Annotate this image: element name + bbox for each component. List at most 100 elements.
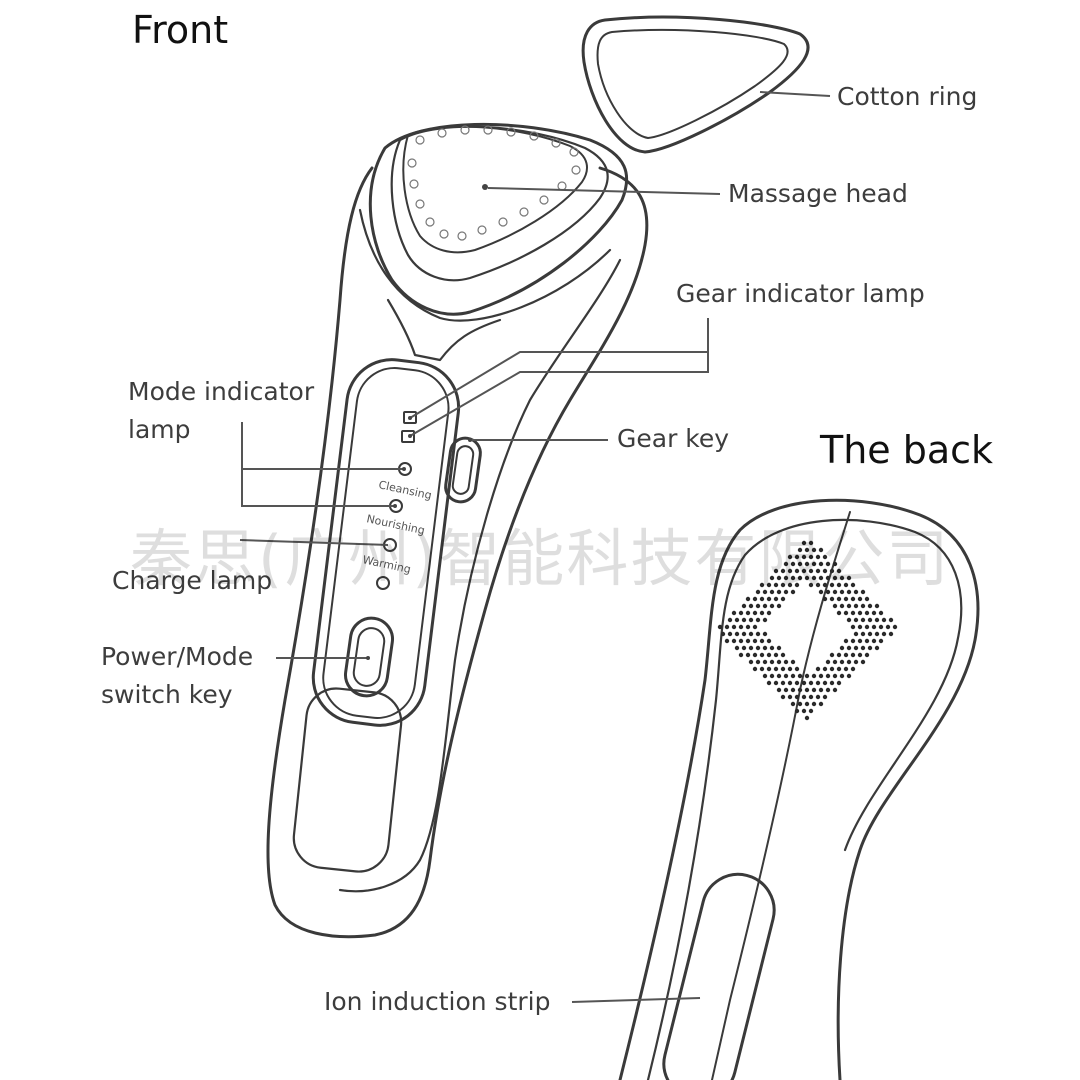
electrode-dot: [815, 666, 821, 672]
electrode-dot: [766, 638, 772, 644]
electrode-dot: [738, 610, 744, 616]
electrode-dot: [850, 638, 856, 644]
back-center-line: [711, 511, 851, 1080]
gear-indicator-1: [403, 411, 417, 424]
electrode-dot: [780, 568, 786, 574]
electrode-dot: [783, 687, 789, 693]
leader-mode-lamp: [241, 422, 395, 507]
electrode-dot: [759, 666, 765, 672]
electrode-dot: [745, 596, 751, 602]
electrode-dot: [878, 638, 884, 644]
electrode-dot: [843, 610, 849, 616]
electrode-dot: [846, 659, 852, 665]
electrode-dot: [853, 617, 859, 623]
electrode-dot: [773, 680, 779, 686]
electrode-dot: [727, 631, 733, 637]
electrode-dot: [871, 610, 877, 616]
electrode-dot: [766, 652, 772, 658]
electrode-dot: [888, 617, 894, 623]
electrode-dot: [783, 575, 789, 581]
electrode-dot: [801, 540, 807, 546]
electrode-dot: [734, 631, 740, 637]
electrode-dot: [864, 652, 870, 658]
massage-head-face: [402, 125, 588, 254]
back-electrode-dots: [717, 540, 898, 721]
electrode-dot: [769, 659, 775, 665]
massage-head-ring: [390, 125, 609, 282]
electrode-dot: [839, 589, 845, 595]
electrode-dot: [780, 666, 786, 672]
ion-induction-strip: [662, 872, 776, 1080]
electrode-dot: [874, 603, 880, 609]
electrode-dot: [794, 694, 800, 700]
electrode-dot: [867, 617, 873, 623]
front-body-inner: [386, 298, 502, 362]
electrode-dot: [766, 680, 772, 686]
electrode-dot: [836, 652, 842, 658]
electrode-dot: [769, 589, 775, 595]
electrode-dot: [734, 645, 740, 651]
electrode-dot: [808, 568, 814, 574]
electrode-dot: [762, 589, 768, 595]
electrode-dot: [878, 624, 884, 630]
gear-key-inner: [451, 445, 475, 495]
electrode-dot: [745, 624, 751, 630]
electrode-dot: [850, 652, 856, 658]
electrode-dot: [776, 645, 782, 651]
label-mode-indicator-line1: Mode indicator: [128, 377, 315, 406]
electrode-dot: [759, 596, 765, 602]
electrode-dot: [773, 582, 779, 588]
electrode-dot: [878, 610, 884, 616]
back-body-inner: [646, 518, 963, 1080]
electrode-dot: [787, 694, 793, 700]
electrode-dot: [797, 687, 803, 693]
mode-name-nourishing: Nourishing: [365, 512, 426, 537]
electrode-dot: [811, 547, 817, 553]
electrode-dot: [836, 610, 842, 616]
electrode-dot: [860, 659, 866, 665]
electrode-dot: [790, 589, 796, 595]
electrode-dot: [748, 603, 754, 609]
electrode-dot: [818, 575, 824, 581]
electrode-dot: [752, 638, 758, 644]
electrode-dot: [804, 575, 810, 581]
front-title: Front: [132, 8, 229, 52]
electrode-dot: [850, 624, 856, 630]
electrode-dot: [850, 596, 856, 602]
electrode-dot: [790, 575, 796, 581]
electrode-dot: [797, 673, 803, 679]
electrode-dot: [832, 659, 838, 665]
mode-name-cleansing: Cleansing: [377, 478, 432, 502]
electrode-dot: [829, 582, 835, 588]
electrode-dot: [769, 575, 775, 581]
electrode-dot: [857, 624, 863, 630]
electrode-dot: [794, 680, 800, 686]
electrode-dot: [804, 687, 810, 693]
electrode-dot: [797, 701, 803, 707]
electrode-dot: [874, 631, 880, 637]
electrode-dot: [832, 589, 838, 595]
electrode-dot: [825, 659, 831, 665]
electrode-dot: [860, 645, 866, 651]
handle-slot: [292, 687, 403, 873]
electrode-dot: [822, 568, 828, 574]
electrode-dot: [822, 554, 828, 560]
electrode-dot: [825, 575, 831, 581]
electrode-dot: [762, 617, 768, 623]
electrode-dot: [836, 568, 842, 574]
electrode-dot: [839, 575, 845, 581]
electrode-dot: [871, 638, 877, 644]
electrode-dot: [818, 701, 824, 707]
electrode-dot: [745, 652, 751, 658]
electrode-dot: [864, 596, 870, 602]
massage-head-neck: [358, 208, 612, 322]
electrode-dot: [776, 673, 782, 679]
electrode-dot: [871, 624, 877, 630]
electrode-dot: [836, 596, 842, 602]
electrode-dot: [731, 638, 737, 644]
electrode-dot: [752, 666, 758, 672]
electrode-dot: [790, 673, 796, 679]
electrode-dot: [822, 694, 828, 700]
label-cotton-ring: Cotton ring: [837, 82, 978, 111]
cotton-ring-outer: [581, 15, 810, 154]
